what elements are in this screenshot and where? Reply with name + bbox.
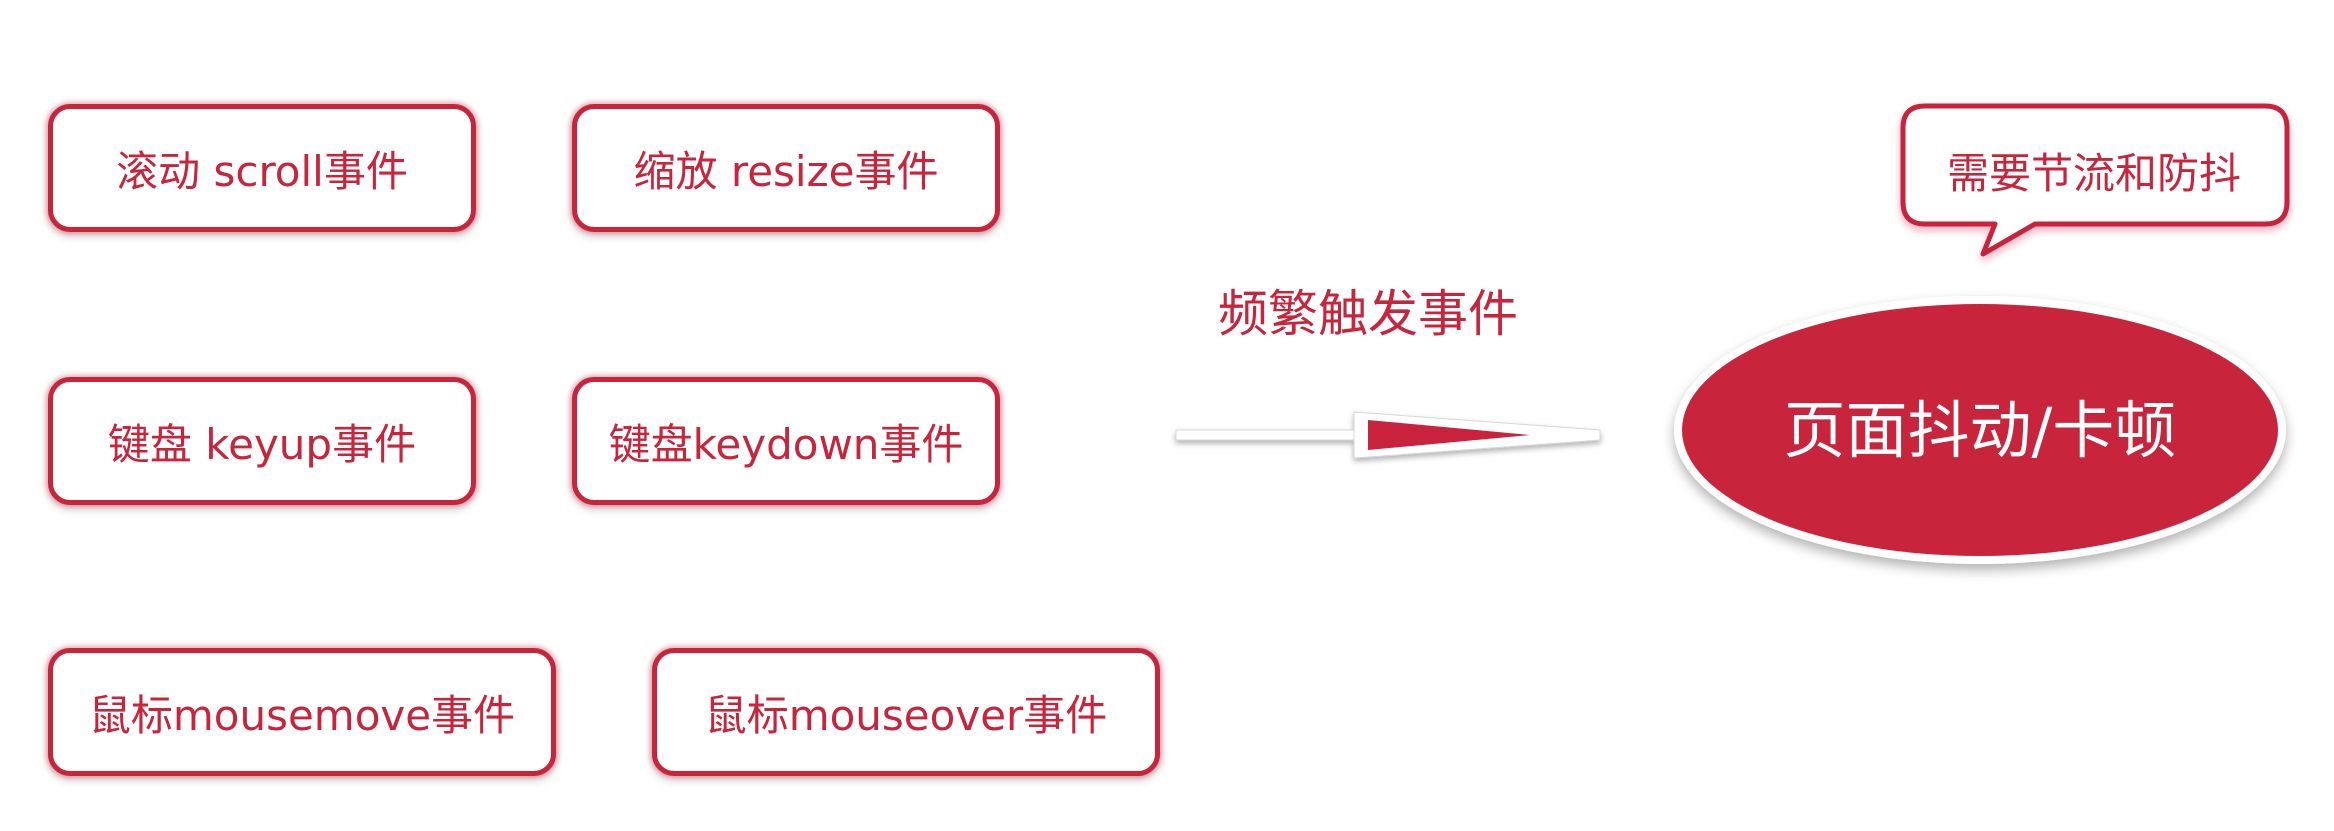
event-box-scroll: 滚动 scroll事件 <box>48 104 476 232</box>
arrow-icon <box>1175 411 1601 459</box>
event-label-resize: 缩放 resize事件 <box>633 146 939 196</box>
event-label-mouseover: 鼠标mouseover事件 <box>704 690 1108 740</box>
result-label: 页面抖动/卡顿 <box>1783 394 2177 467</box>
event-label-scroll: 滚动 scroll事件 <box>116 146 408 196</box>
event-box-mousemove: 鼠标mousemove事件 <box>48 648 556 776</box>
event-box-keydown: 键盘keydown事件 <box>572 377 1000 505</box>
result-ellipse <box>1674 296 2286 564</box>
event-box-keyup: 键盘 keyup事件 <box>48 377 476 505</box>
event-box-mouseover: 鼠标mouseover事件 <box>652 648 1160 776</box>
callout-label: 需要节流和防抖 <box>1946 149 2241 198</box>
event-label-keydown: 键盘keydown事件 <box>608 419 964 469</box>
event-box-resize: 缩放 resize事件 <box>572 104 1000 232</box>
arrow-label: 频繁触发事件 <box>1218 285 1518 343</box>
callout-bubble <box>1900 103 2290 257</box>
event-label-keyup: 键盘 keyup事件 <box>107 419 417 469</box>
event-label-mousemove: 鼠标mousemove事件 <box>88 690 516 740</box>
